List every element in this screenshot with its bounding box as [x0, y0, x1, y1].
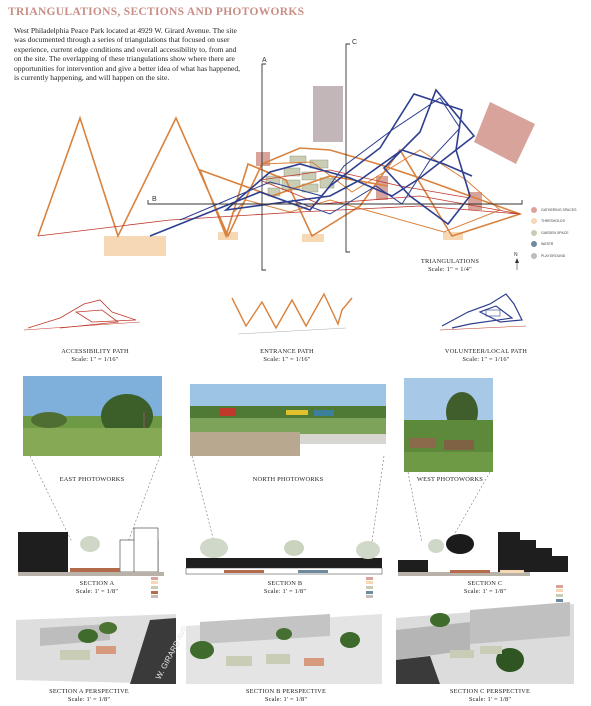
legend-item: GARDEN SPACE: [531, 227, 576, 239]
section-b-drawing: [185, 538, 383, 575]
section-b-legend: [366, 576, 376, 599]
east-photoworks-caption: EAST PHOTOWORKS: [59, 476, 125, 483]
north-arrow-icon: [515, 258, 519, 270]
entrance-path-diagram: [231, 292, 353, 335]
section-b-perspective: [186, 614, 382, 684]
triangulations-caption: TRIANGULATIONS Scale: 1" = 1/4": [420, 258, 480, 273]
section-marker-a: A: [262, 57, 267, 64]
threshold-zone-3: [302, 234, 324, 242]
section-c-drawing: [398, 532, 568, 576]
section-a-drawing: [18, 527, 164, 576]
gathering-zone-center: [376, 176, 388, 200]
section-perspectives: W. GIRARD AVE: [16, 602, 574, 684]
section-cut-lines: [147, 43, 523, 271]
volunteer-path-diagram: [439, 293, 527, 331]
legend-swatch: [531, 218, 537, 225]
gathering-zone-east: [474, 102, 535, 164]
east-photowork: [23, 376, 162, 456]
north-label: N: [514, 252, 518, 258]
section-marker-c: C: [352, 39, 357, 46]
legend-item: THRESHOLDS: [531, 216, 576, 228]
intro-paragraph: West Philadelphia Peace Park located at …: [14, 26, 241, 83]
site-sections: [18, 527, 568, 576]
legend-item: PLAYGROUND: [531, 250, 576, 262]
section-a-legend: [151, 576, 161, 599]
path-diagrams: [23, 292, 527, 335]
accessibility-path-diagram: [23, 299, 141, 331]
threshold-zone-1: [104, 236, 166, 256]
photo-section-connectors: [29, 456, 491, 543]
accessibility-path-lines: [37, 169, 521, 237]
legend-swatch: [531, 241, 537, 248]
section-c-perspective: [396, 602, 574, 684]
legend-item: GATHERING SPACES: [531, 204, 576, 216]
volunteer-path-secondary: [179, 97, 461, 221]
triangulation-legend: GATHERING SPACES THRESHOLDS GARDEN SPACE…: [531, 204, 576, 262]
section-marker-b: B: [152, 196, 157, 203]
north-photowork: [190, 384, 386, 456]
poster-title: TRIANGULATIONS, SECTIONS AND PHOTOWORKS: [8, 6, 305, 18]
legend-swatch: [531, 252, 537, 259]
west-photoworks-caption: WEST PHOTOWORKS: [416, 476, 484, 483]
section-a-perspective: [16, 614, 176, 684]
north-photoworks-caption: NORTH PHOTOWORKS: [252, 476, 324, 483]
playground-zone: [313, 86, 343, 142]
legend-swatch: [531, 206, 537, 213]
legend-item: WATER: [531, 239, 576, 251]
volunteer-path-lines: [149, 88, 476, 237]
legend-swatch: [531, 229, 537, 236]
west-photowork: [404, 378, 493, 472]
triangulation-diagram: A B C N: [37, 39, 535, 271]
